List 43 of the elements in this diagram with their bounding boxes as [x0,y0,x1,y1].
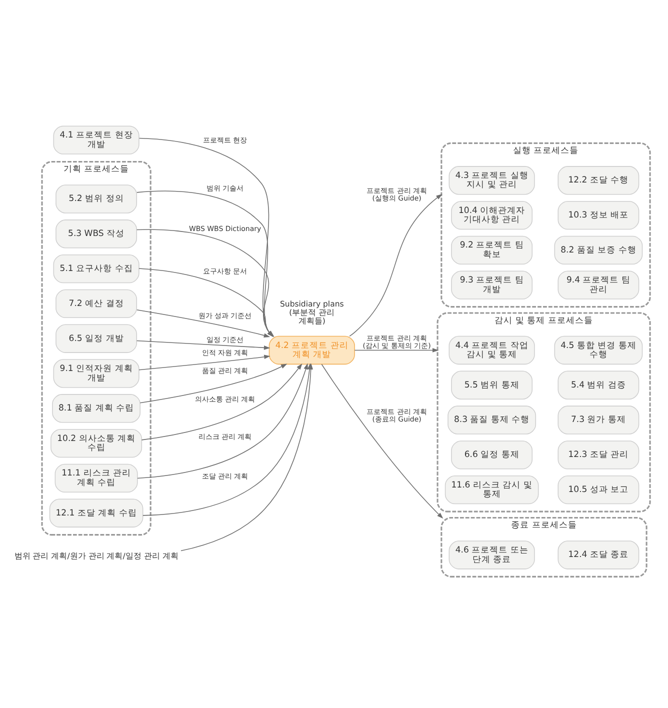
node-box: 8.3 품질 통제 수행 [448,405,536,434]
node-box: 11.1 리스크 관리 계획 수립 [54,463,138,492]
node-box: 4.2 프로젝트 관리 계획 개발 [268,335,355,364]
node-box: 10.2 의사소통 계획 수립 [50,428,142,458]
arrow [321,363,444,518]
node-box: 8.1 품질 계획 수립 [52,394,140,422]
node-box: 5.1 요구사항 수집 [53,254,140,283]
node-box: 4.6 프로젝트 또는 단계 종료 [448,540,535,569]
arrow [354,348,439,352]
node-box: 10.5 성과 보고 [558,474,640,504]
node-box: 10.3 정보 배포 [558,200,640,230]
node-box: 9.1 인적자원 계획 개발 [53,358,140,388]
node-text: 범위 관리 계획/원가 관리 계획/일정 관리 계획 [14,550,178,560]
node-box: 4.1 프로젝트 현장 개발 [53,125,140,154]
node-box: 11.6 리스크 감시 및 통제 [444,474,539,504]
node-box: 4.3 프로젝트 실행 지시 및 관리 [448,166,535,194]
node-box: 10.4 이해관계자 기대사항 관리 [451,200,533,230]
arrow [137,362,308,478]
node-box: 12.1 조달 계획 수립 [49,498,144,527]
arrow [136,340,270,350]
node-box: 9.2 프로젝트 팀 확보 [451,235,533,264]
node-box: 12.2 조달 수행 [558,166,640,194]
label: Subsidiary plans (부분적 관리 계획들) [280,298,344,325]
arrow [136,309,270,337]
node-box: 5.2 범위 정의 [56,184,138,213]
node-box: 9.4 프로젝트 팀 관리 [558,270,640,299]
node-box: 5.3 WBS 작성 [56,219,138,248]
arrow [141,362,302,440]
node-box: 12.3 조달 관리 [558,440,640,469]
arrow [140,363,288,403]
node-box: 9.3 프로젝트 팀 개발 [451,270,533,299]
arrow [138,354,270,370]
node-box: 7.2 예산 결정 [56,288,138,318]
node-box: 4.5 통합 변경 통제 수행 [554,335,643,364]
node-box: 6.5 일정 개발 [56,324,138,352]
node-box: 4.4 프로젝트 작업 감시 및 통제 [448,335,535,364]
arrow [349,194,442,336]
node-box: 5.5 범위 통제 [451,370,533,399]
node-box: 8.2 품질 보증 수행 [554,235,643,264]
node-box: 7.3 원가 통제 [558,405,640,434]
node-box: 5.4 범위 검증 [558,370,640,399]
node-box: 6.6 일정 통제 [451,440,533,469]
node-box: 12.4 조달 종료 [558,540,640,569]
